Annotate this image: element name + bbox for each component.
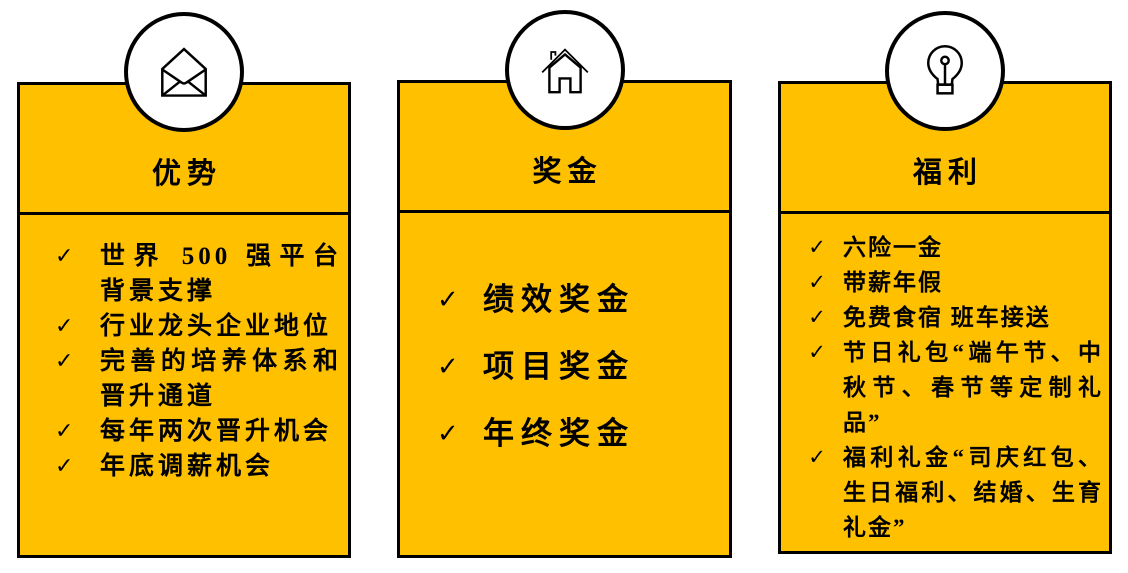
card-welfare: 福利 ✓ 六险一金 ✓ 带薪年假 ✓ 免费食宿 班车接送 ✓ 节日礼包“端午节、… xyxy=(778,11,1112,554)
list-item: ✓ 完善的培养体系和晋升通道 xyxy=(55,344,342,414)
card-title-text: 奖金 xyxy=(532,156,603,188)
list-item-text: 年底调薪机会 xyxy=(100,453,275,480)
icon-circle-welfare xyxy=(885,11,1005,131)
list-item-text: 带薪年假 xyxy=(843,270,943,295)
list-item-text: 免费食宿 班车接送 xyxy=(843,305,1051,330)
checkmark-icon: ✓ xyxy=(55,349,74,374)
checkmark-icon: ✓ xyxy=(55,419,74,444)
list-item: ✓ 六险一金 xyxy=(791,230,1103,265)
list-item: ✓ 福利礼金“司庆红包、生日福利、结婚、生育礼金” xyxy=(791,440,1103,545)
checkmark-icon: ✓ xyxy=(808,340,826,364)
list-item-text: 节日礼包“端午节、中秋节、春节等定制礼品” xyxy=(843,340,1103,435)
checkmark-icon: ✓ xyxy=(55,454,74,479)
card-body-advantages: ✓ 世界 500 强平台背景支撑 ✓ 行业龙头企业地位 ✓ 完善的培养体系和晋升… xyxy=(20,215,348,484)
lightbulb-icon xyxy=(927,44,963,95)
card-title-advantages: 优势 xyxy=(20,85,348,215)
checkmark-icon: ✓ xyxy=(437,352,459,382)
card-title-welfare: 福利 xyxy=(781,84,1109,214)
card-title-bonus: 奖金 xyxy=(400,83,729,213)
card-bonus: 奖金 ✓ 绩效奖金 ✓ 项目奖金 ✓ 年终奖金 xyxy=(397,10,732,558)
list-item: ✓ 行业龙头企业地位 xyxy=(55,309,342,344)
list-item: ✓ 每年两次晋升机会 xyxy=(55,414,342,449)
checkmark-icon: ✓ xyxy=(808,445,826,469)
house-icon xyxy=(541,48,588,94)
list-item: ✓ 世界 500 强平台背景支撑 xyxy=(55,239,342,309)
checkmark-icon: ✓ xyxy=(437,419,459,449)
list-item: ✓ 年底调薪机会 xyxy=(55,449,342,484)
icon-circle-advantages xyxy=(124,12,244,132)
card-title-text: 福利 xyxy=(912,157,983,189)
list-item: ✓ 年终奖金 xyxy=(437,415,723,453)
list-item-text: 六险一金 xyxy=(843,235,943,260)
checkmark-icon: ✓ xyxy=(808,270,826,294)
checkmark-icon: ✓ xyxy=(437,285,459,315)
list-item: ✓ 节日礼包“端午节、中秋节、春节等定制礼品” xyxy=(791,335,1103,440)
list-item-text: 绩效奖金 xyxy=(483,282,635,317)
list-item: ✓ 绩效奖金 xyxy=(437,281,723,319)
list-item-text: 每年两次晋升机会 xyxy=(100,418,333,445)
list-item-text: 福利礼金“司庆红包、生日福利、结婚、生育礼金” xyxy=(843,445,1103,540)
list-item: ✓ 免费食宿 班车接送 xyxy=(791,300,1103,335)
list-item: ✓ 带薪年假 xyxy=(791,265,1103,300)
open-envelope-icon xyxy=(161,47,207,97)
checkmark-icon: ✓ xyxy=(808,305,826,329)
list-item-text: 世界 500 强平台背景支撑 xyxy=(100,243,342,305)
card-body-bonus: ✓ 绩效奖金 ✓ 项目奖金 ✓ 年终奖金 xyxy=(400,213,729,453)
list-item-text: 完善的培养体系和晋升通道 xyxy=(100,348,342,410)
list-item: ✓ 项目奖金 xyxy=(437,348,723,386)
card-title-text: 优势 xyxy=(151,158,222,190)
list-item-text: 行业龙头企业地位 xyxy=(100,313,333,340)
icon-circle-bonus xyxy=(504,10,625,130)
list-item-text: 项目奖金 xyxy=(483,349,635,384)
checkmark-icon: ✓ xyxy=(55,314,74,339)
card-body-welfare: ✓ 六险一金 ✓ 带薪年假 ✓ 免费食宿 班车接送 ✓ 节日礼包“端午节、中秋节… xyxy=(781,214,1109,545)
checkmark-icon: ✓ xyxy=(808,235,826,259)
checkmark-icon: ✓ xyxy=(55,244,74,269)
card-advantages: 优势 ✓ 世界 500 强平台背景支撑 ✓ 行业龙头企业地位 ✓ 完善的培养体系… xyxy=(17,12,351,558)
list-item-text: 年终奖金 xyxy=(483,416,635,451)
